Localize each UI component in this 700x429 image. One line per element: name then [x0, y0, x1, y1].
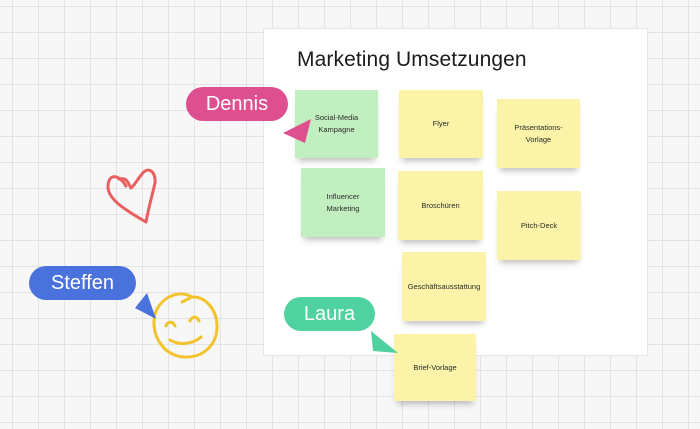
smiley-doodle[interactable] — [152, 292, 219, 359]
sticky-note-brief-vorlage[interactable]: Brief-Vorlage — [394, 334, 476, 401]
sticky-note-geschaeftsausstattung[interactable]: Geschäftsausstattung — [402, 252, 486, 321]
sticky-note-flyer[interactable]: Flyer — [399, 90, 483, 158]
sticky-note-pitch-deck[interactable]: Pitch-Deck — [497, 191, 581, 260]
board-title[interactable]: Marketing Umsetzungen — [297, 48, 527, 71]
cursor-label-dennis: Dennis — [186, 87, 288, 121]
sticky-note-broschueren[interactable]: Broschüren — [398, 171, 483, 240]
cursor-label-laura: Laura — [284, 297, 375, 331]
steffen-cursor-pointer — [135, 293, 156, 319]
cursor-label-steffen: Steffen — [29, 266, 136, 300]
heart-doodle[interactable] — [106, 168, 157, 224]
sticky-note-praesentations-vorlage[interactable]: Präsentations-Vorlage — [497, 99, 580, 168]
